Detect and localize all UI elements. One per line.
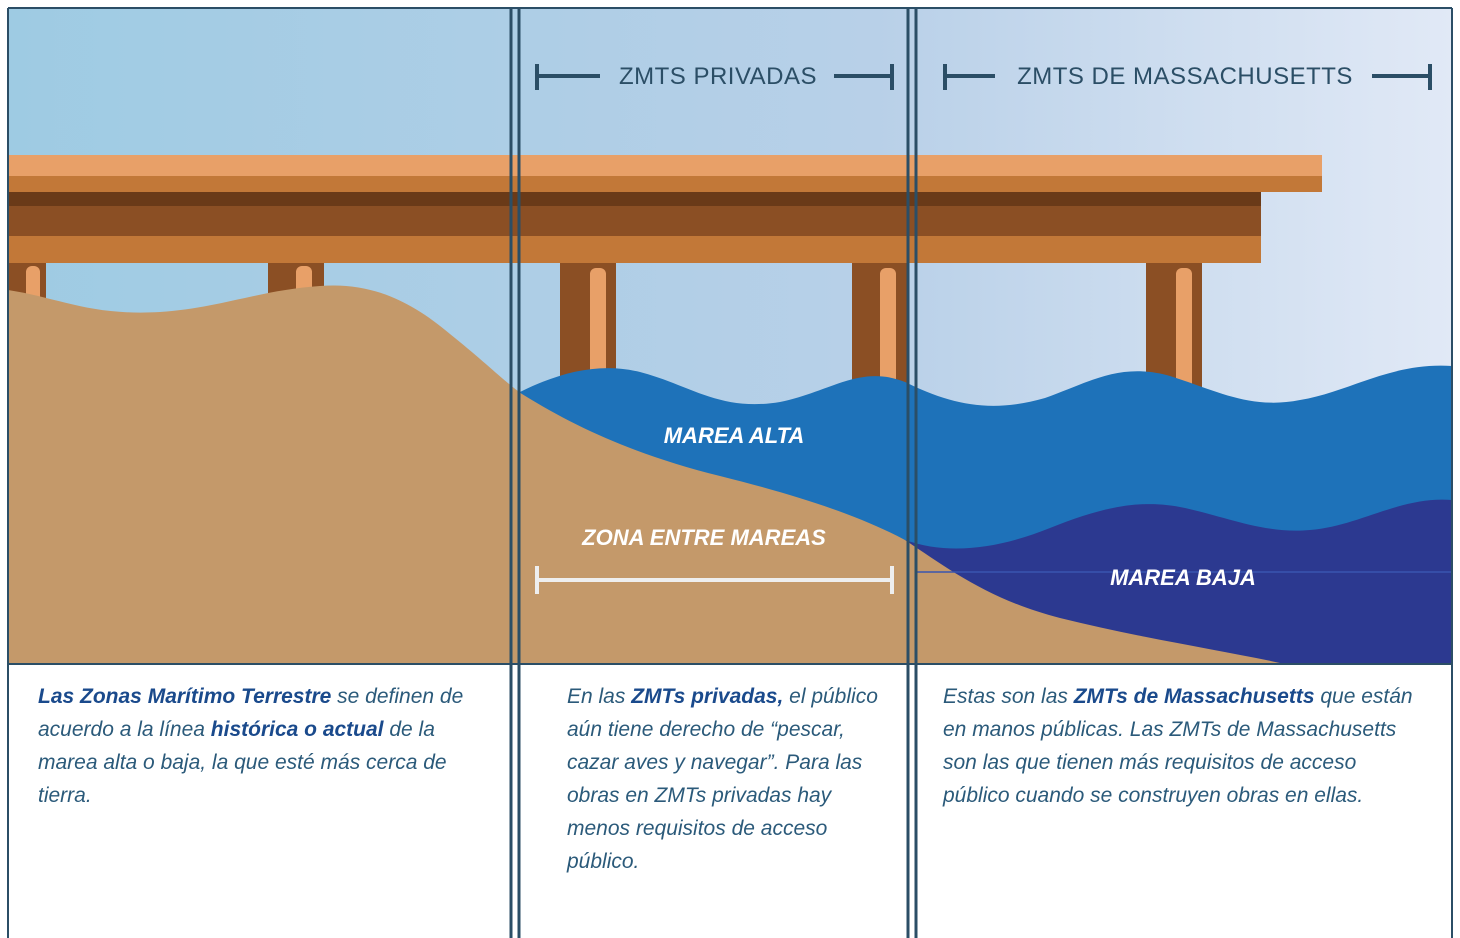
massachusetts-zone-title: ZMTS DE MASSACHUSETTS	[1017, 63, 1353, 90]
emphasis-text: ZMTs de Massachusetts	[1073, 685, 1315, 708]
intertidal-zone-label: ZONA ENTRE MAREAS	[581, 525, 826, 550]
body-text: el público aún tiene derecho de “pescar,…	[567, 685, 878, 873]
sand-beach	[8, 285, 1285, 664]
high-tide-label: MAREA ALTA	[664, 423, 805, 448]
body-text: que están en manos públicas. Las ZMTs de…	[943, 685, 1413, 807]
pier-posts	[8, 258, 1202, 408]
body-text: Estas son las	[943, 685, 1074, 708]
panel-private-zone-text: En las ZMTs privadas, el público aún tie…	[567, 680, 897, 878]
body-text: En las	[567, 685, 632, 708]
panel-definition-text: Las Zonas Marítimo Terrestre se definen …	[38, 680, 488, 812]
body-text: de la marea alta o baja, la que esté más…	[38, 718, 447, 807]
divider-right	[906, 8, 918, 938]
text-panel-background	[8, 664, 1452, 938]
intertidal-bracket	[535, 566, 894, 594]
emphasis-text: histórica o actual	[210, 718, 384, 741]
emphasis-text: Las Zonas Marítimo Terrestre	[38, 685, 332, 708]
low-tide-label: MAREA BAJA	[1110, 565, 1256, 590]
emphasis-text: ZMTs privadas,	[631, 685, 784, 708]
pier-deck	[8, 155, 1322, 263]
panel-massachusetts-zone-text: Estas son las ZMTs de Massachusetts que …	[943, 680, 1413, 812]
divider-left	[509, 8, 521, 938]
private-zone-title: ZMTS PRIVADAS	[619, 63, 817, 90]
massachusetts-zone-header: ZMTS DE MASSACHUSETTS	[943, 63, 1432, 90]
private-zone-header: ZMTS PRIVADAS	[535, 63, 894, 90]
body-text: se definen de acuerdo a la línea	[38, 685, 464, 741]
